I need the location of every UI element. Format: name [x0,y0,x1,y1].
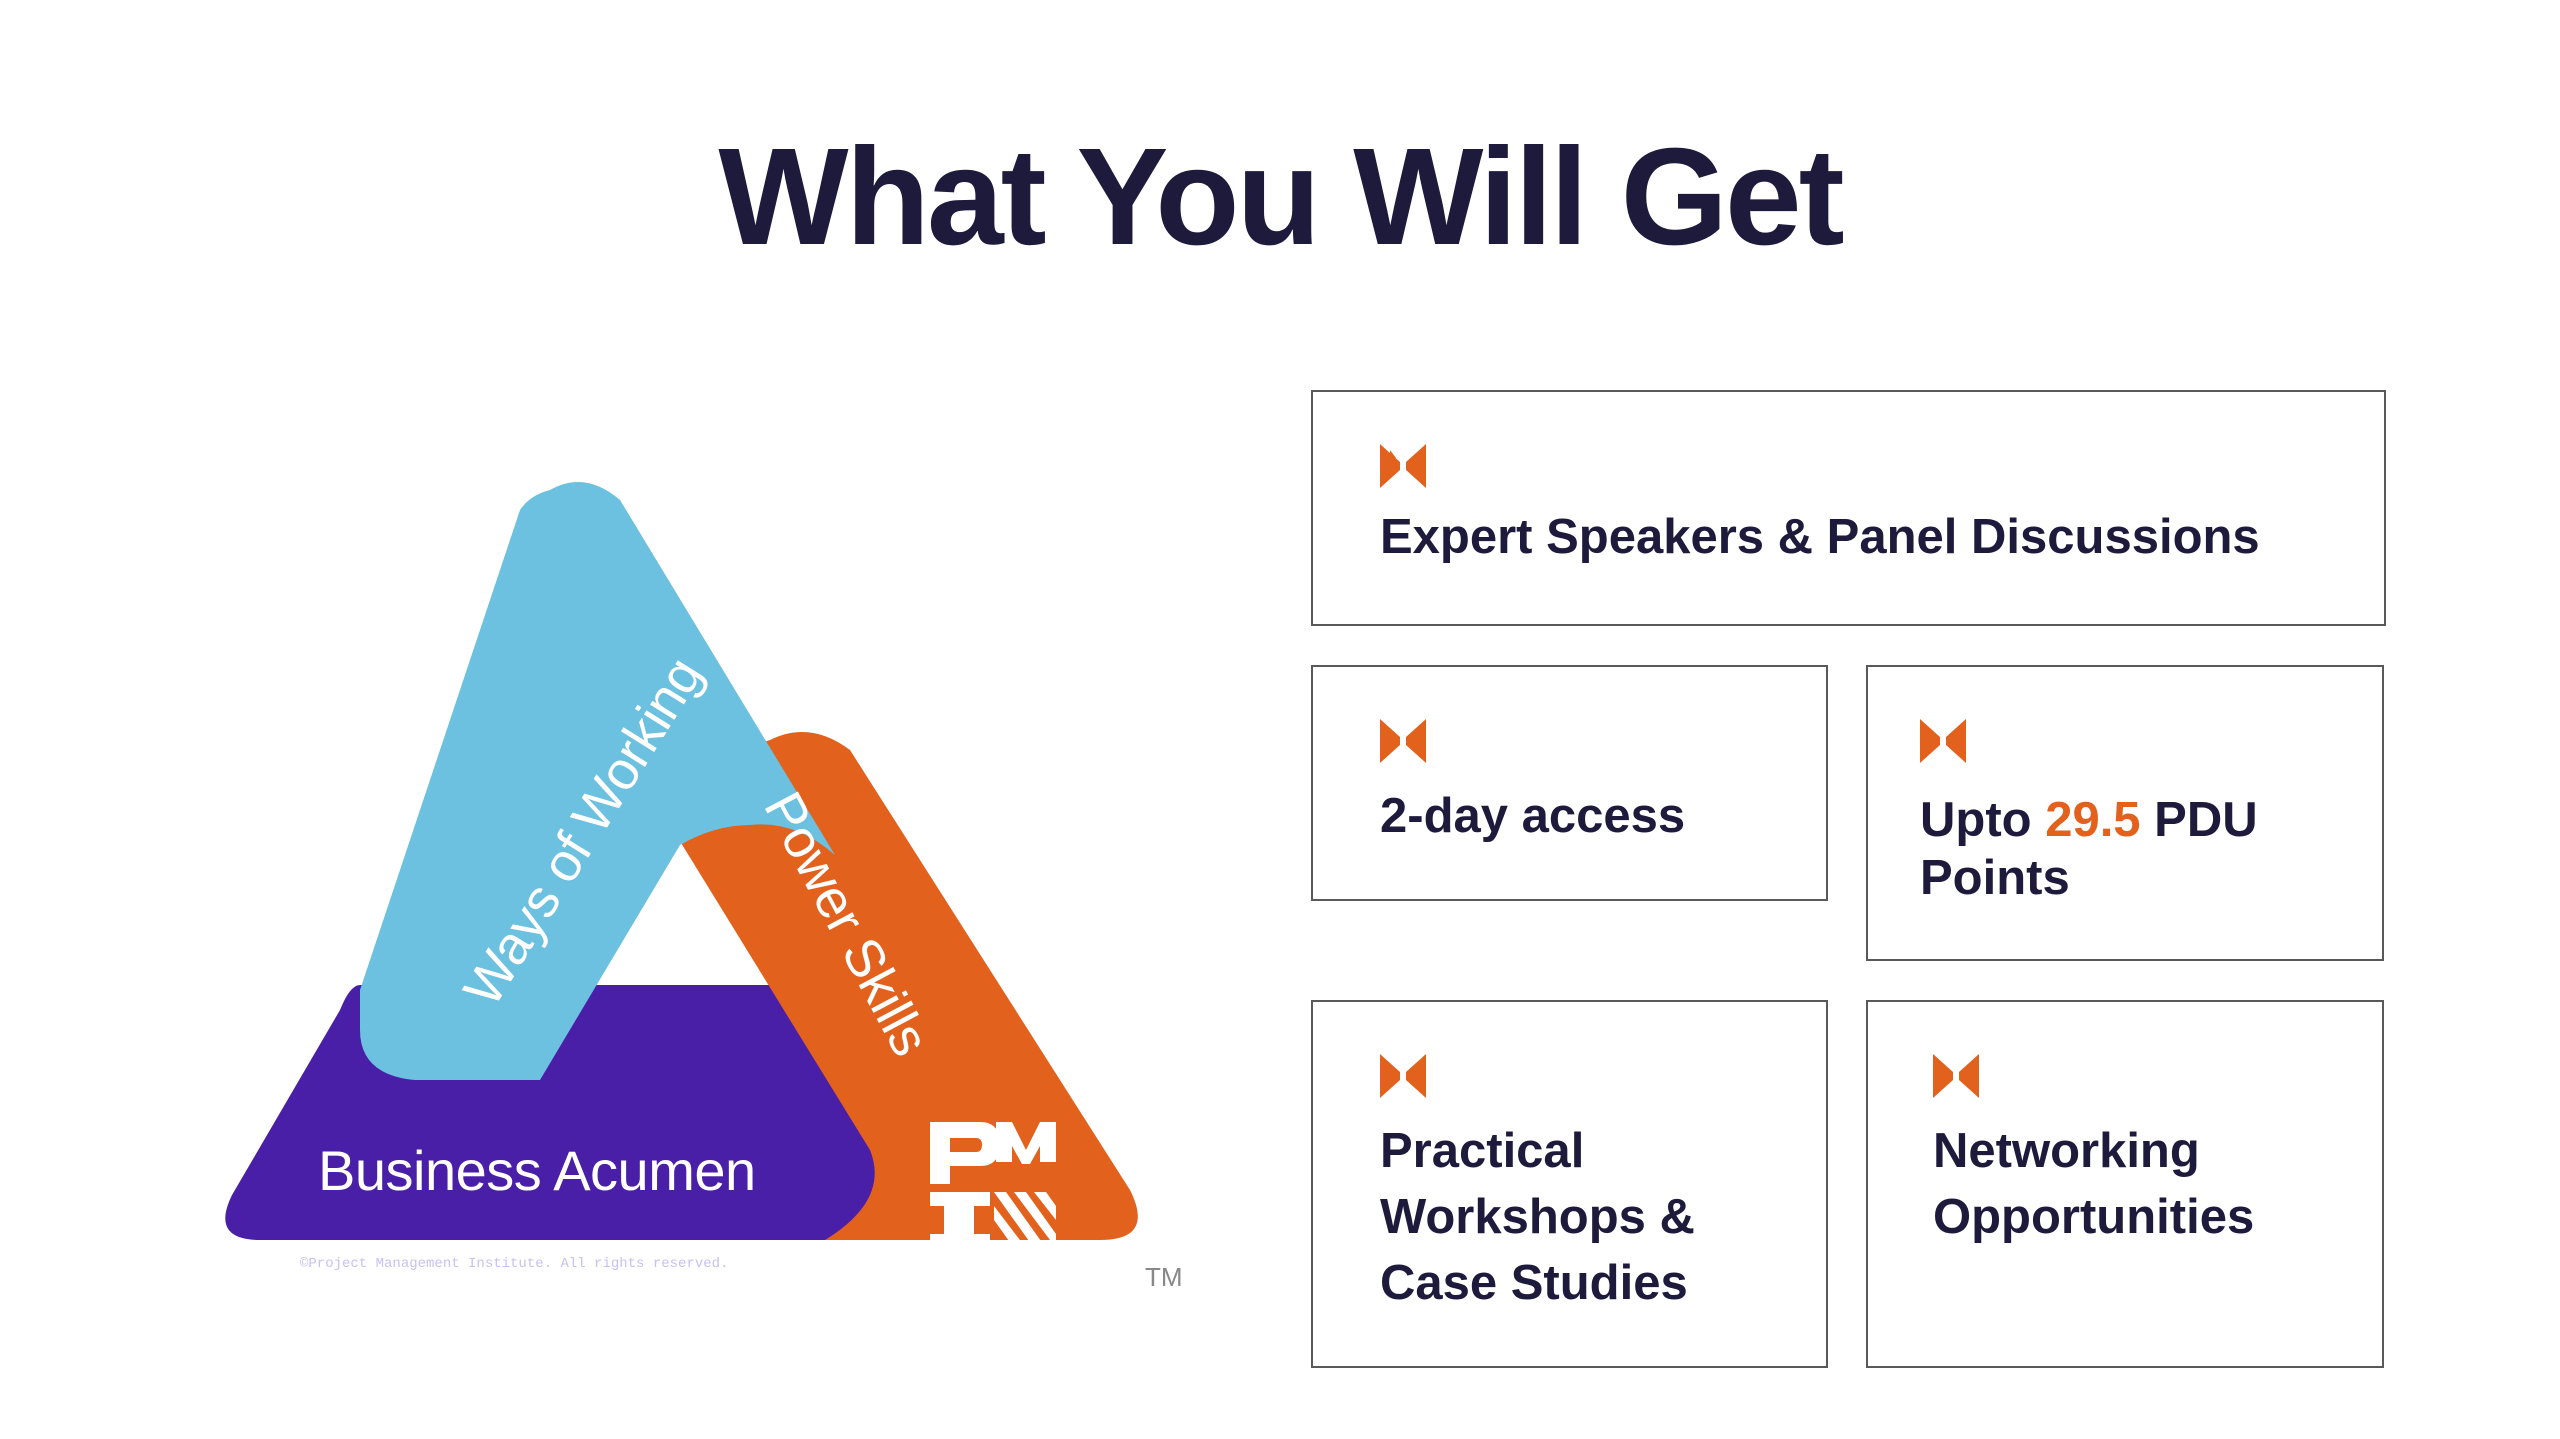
feature-text-line-2: Workshops & [1380,1190,1695,1244]
business-acumen-label: Business Acumen [318,1139,756,1202]
feature-text-line-1: Networking [1933,1124,2200,1178]
page-title: What You Will Get [718,120,1844,274]
feature-card-networking: Networking Opportunities [1866,1000,2384,1368]
pdu-value: 29.5 [2045,793,2141,847]
pmi-logo [930,1122,1056,1248]
pmi-bullet-icon [1380,719,1426,763]
feature-text: 2-day access [1380,789,1686,843]
feature-card-2-day-access: 2-day access [1311,665,1828,901]
feature-text-line-2: Opportunities [1933,1190,2255,1244]
feature-text-line-3: Case Studies [1380,1256,1688,1310]
pdu-prefix: Upto [1920,793,2046,847]
feature-card-pdu-points: Upto 29.5 PDU Points [1866,665,2384,961]
feature-text: Expert Speakers & Panel Discussions [1380,510,2260,564]
feature-text: Upto 29.5 PDU [1920,787,2258,853]
trademark-mark: TM [1145,1262,1183,1290]
feature-card-practical-workshops: Practical Workshops & Case Studies [1311,1000,1828,1368]
talent-triangle-graphic: Ways of Working Power Skills Business Ac… [225,482,1183,1290]
feature-text-line-1: Practical [1380,1124,1585,1178]
feature-card-expert-speakers: Expert Speakers & Panel Discussions [1311,390,2386,626]
pdu-suffix: PDU [2140,793,2258,847]
copyright-notice: ©Project Management Institute. All right… [300,1256,728,1272]
pmi-bullet-icon [1380,444,1426,488]
ways-of-working-band [360,482,835,1080]
pmi-bullet-icon [1380,1054,1426,1098]
feature-text-line-2: Points [1920,851,2070,905]
pmi-bullet-icon [1920,719,1966,763]
pmi-bullet-icon [1933,1054,1979,1098]
power-skills-band [670,732,1138,1240]
